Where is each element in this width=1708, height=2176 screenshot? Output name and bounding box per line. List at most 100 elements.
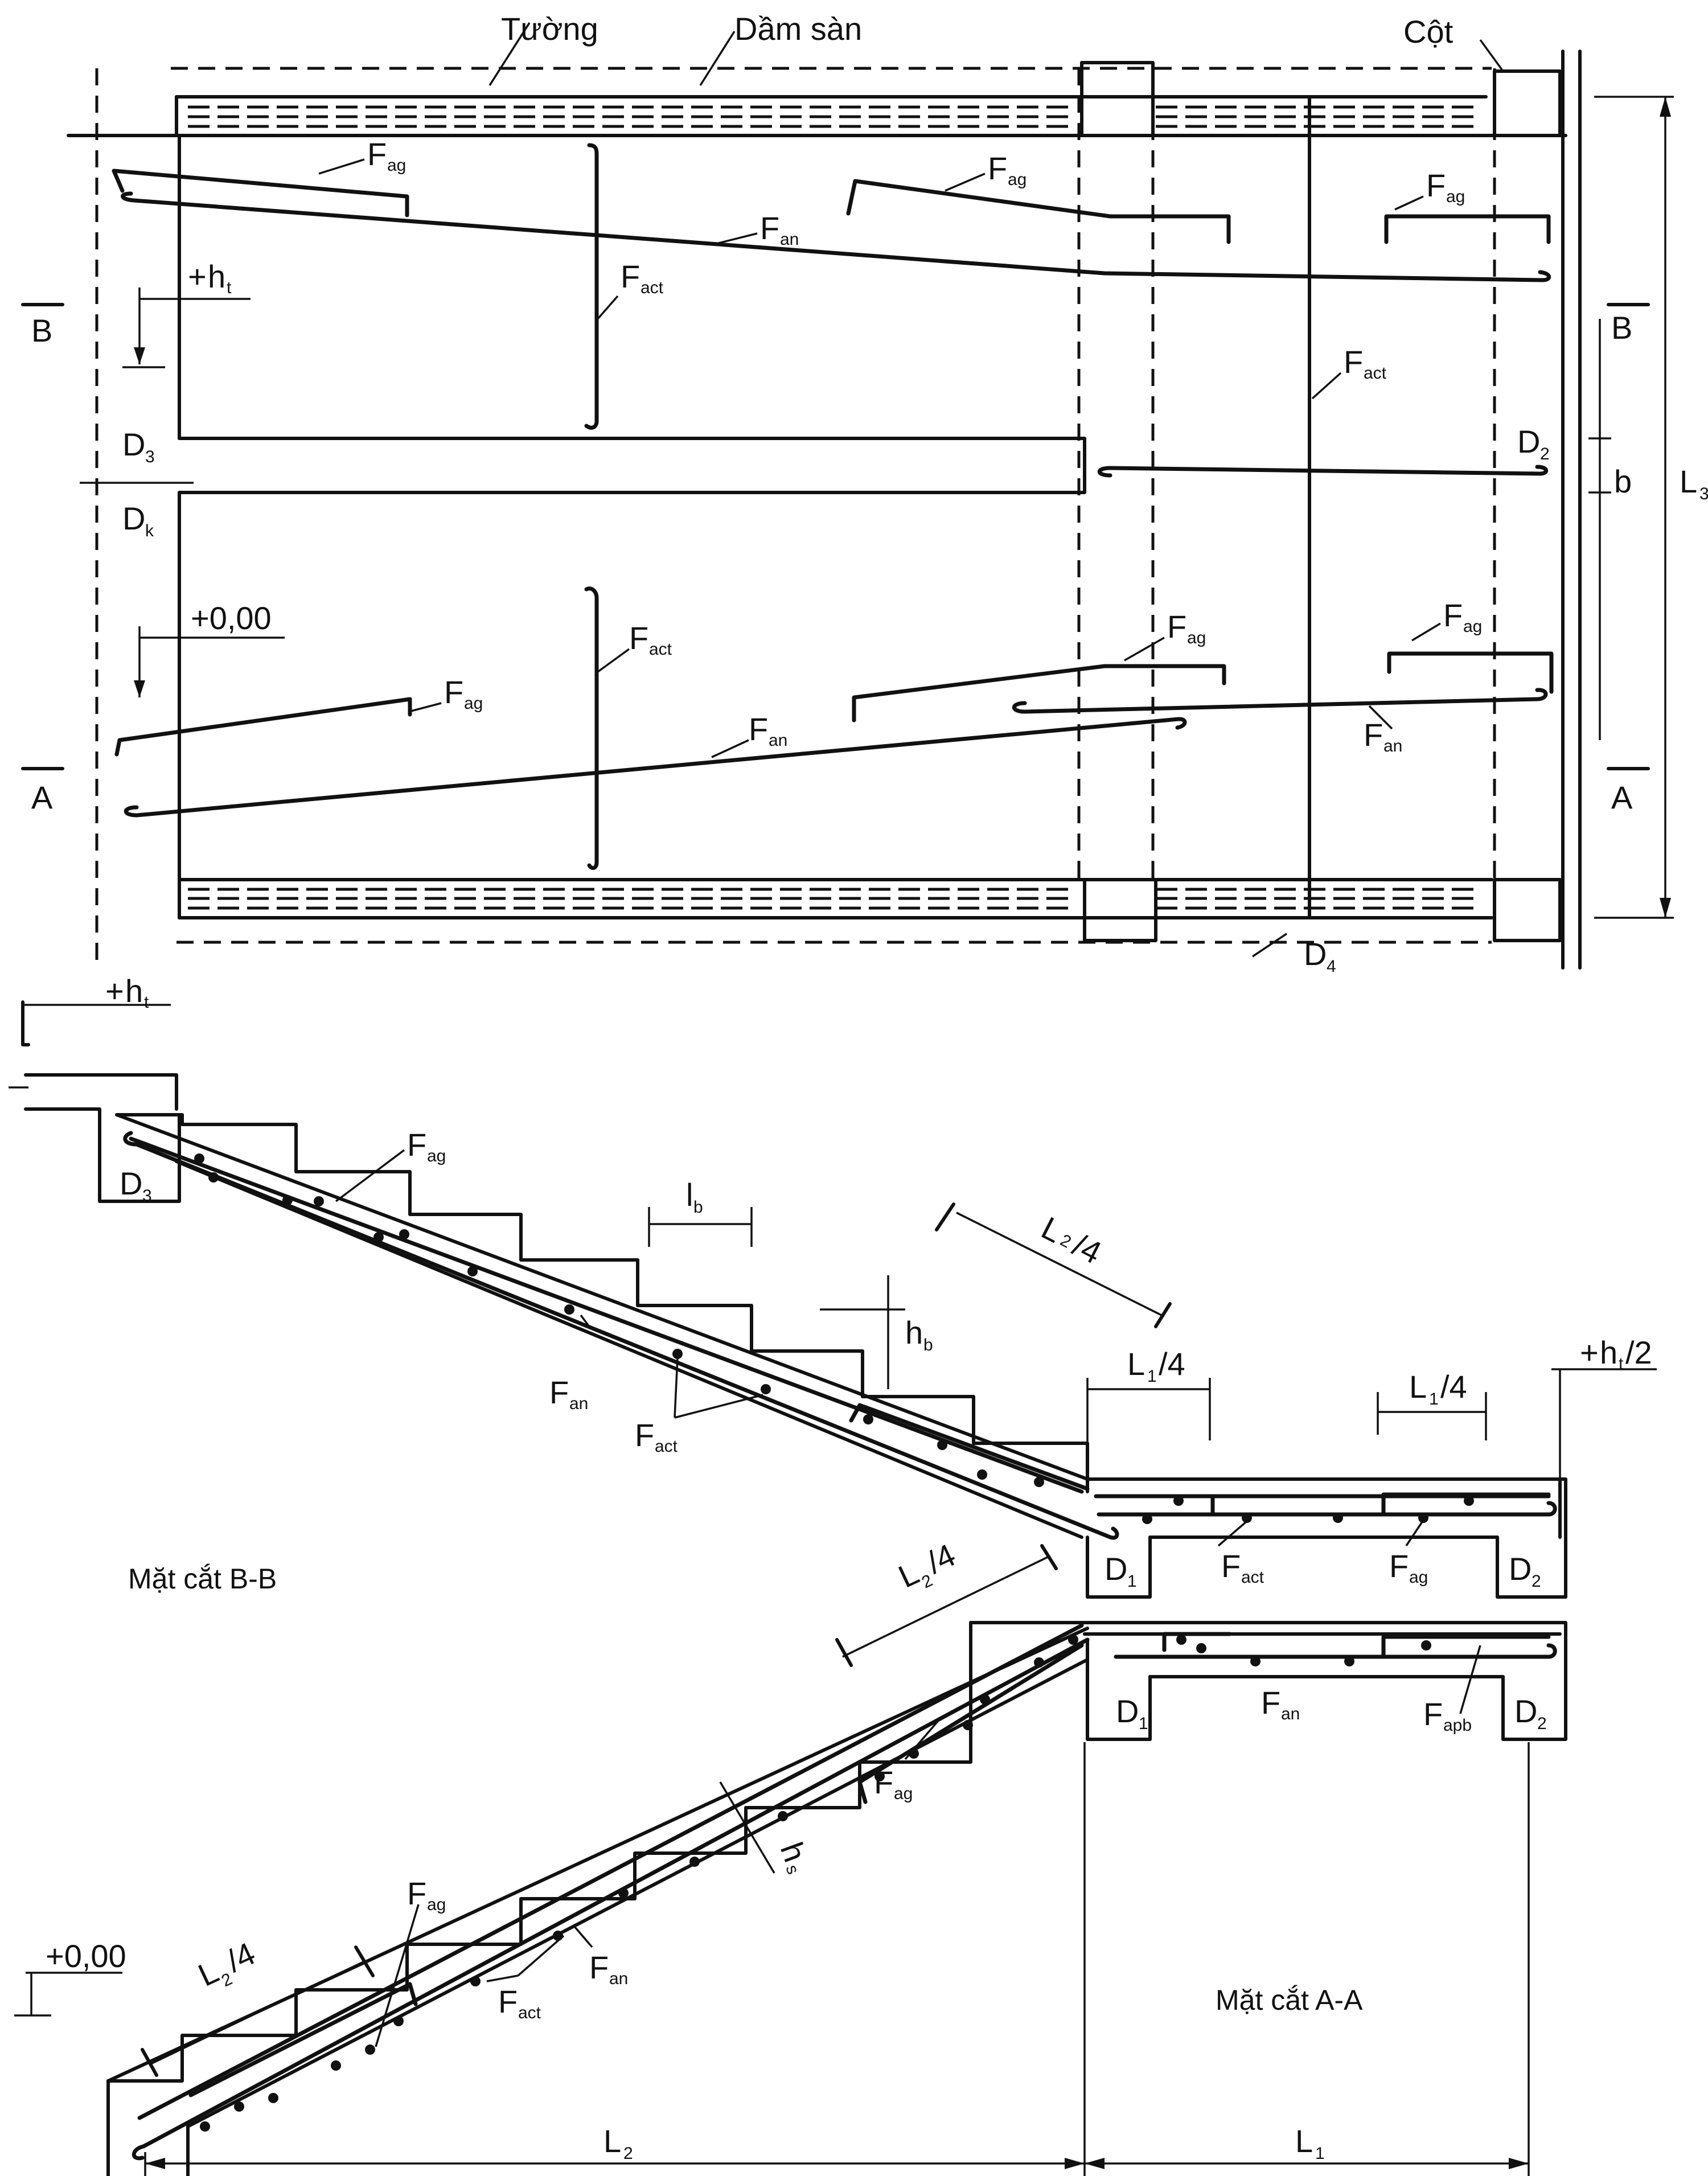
label-f: F [1423, 1696, 1443, 1732]
arrow [145, 2158, 165, 2169]
rebar-dot [553, 1931, 563, 1941]
arrow [134, 347, 145, 364]
rebar-dot [1034, 1657, 1044, 1668]
label-f: F [589, 1949, 609, 1985]
dim-tick [1154, 1302, 1172, 1328]
rebar-fag-a-top [857, 1643, 1084, 1804]
label-l1-quarter-2-sub: 1 [1429, 1390, 1439, 1409]
stairs-b-soffit [175, 1160, 1083, 1539]
stairs-b-top-slab [115, 1113, 1089, 1481]
label-l1: L [1295, 2123, 1313, 2159]
label-h: h [125, 973, 143, 1009]
rebar-fag-b-end [1381, 1492, 1551, 1517]
label-d3-section: D [120, 1165, 142, 1201]
label-hb-sub: b [923, 1336, 933, 1354]
dim-l2-4-a-top [842, 1556, 1048, 1658]
label-wall: Tường [501, 11, 598, 47]
leader-wall [488, 22, 531, 86]
rebar-fag-a [137, 1623, 1084, 2120]
rebar-dot [331, 2060, 341, 2071]
beam-d3-plan [178, 437, 1086, 494]
rebar-fag-a-bottom [188, 1982, 418, 2097]
label-f: F [1221, 1548, 1241, 1584]
leader [1124, 637, 1165, 662]
label-half: /2 [1625, 1335, 1652, 1370]
label-f-sub: act [1364, 364, 1387, 383]
label-quarter: /4 [1440, 1369, 1467, 1405]
label-h: h [208, 258, 225, 294]
rebar-dot [282, 1195, 293, 1205]
rebar-dot [1176, 1635, 1186, 1645]
rebar-dot [1250, 1656, 1261, 1666]
label-d2-a-sub: 2 [1537, 1714, 1547, 1733]
label-f: F [1344, 344, 1363, 380]
rebar-dot [937, 1440, 947, 1450]
label-f-sub: act [640, 278, 664, 297]
label-b: b [1614, 463, 1632, 499]
section-label-b-left: B [31, 313, 52, 348]
rebar-fag-b2 [849, 1403, 1090, 1491]
rebar-dot [980, 1694, 990, 1705]
rebar-fan-landing-a [1114, 1643, 1557, 1659]
label-f: F [760, 210, 779, 246]
section-label-b-right: B [1611, 310, 1632, 346]
label-f-sub: ag [387, 156, 406, 175]
leader [1311, 372, 1342, 400]
rebar-fag-1 [112, 169, 409, 217]
leader-beam [699, 31, 736, 86]
rebar-dot [778, 1811, 788, 1821]
label-zero-level-plan: +0,00 [191, 600, 272, 636]
leader [318, 158, 365, 175]
leader-column [1479, 39, 1504, 72]
label-l2: L [603, 2123, 621, 2159]
rebar-fag-2 [846, 179, 1231, 244]
rebar-dot [689, 1857, 700, 1867]
plan-labels: Tường Dầm sàn Cột B B A A + h t +0,00 D … [31, 11, 1708, 976]
rebar-dot [1196, 1643, 1206, 1653]
label-column: Cột [1403, 14, 1454, 50]
label-plus: + [188, 258, 207, 294]
leader [711, 739, 749, 758]
label-f: F [498, 1984, 518, 2019]
label-l1-quarter-2: L [1409, 1369, 1427, 1405]
leader [1459, 1645, 1481, 1714]
label-d2-plan-sub: 2 [1540, 445, 1550, 463]
label-l3-sub: 3 [1699, 485, 1708, 503]
label-f-sub: ag [1187, 629, 1206, 647]
label-d2-b: D [1509, 1551, 1532, 1587]
dim-tick [141, 2048, 158, 2077]
rebar-dot [470, 1976, 481, 1986]
leader [674, 1394, 763, 1419]
beam-dk-section [106, 2079, 190, 2176]
label-d2-plan: D [1517, 424, 1540, 459]
section-bb-labels: + h t D 3 F ag F an F act l b h b L 2 /4… [105, 973, 1652, 1595]
label-h: h [1600, 1335, 1617, 1370]
level-ht-bracket [21, 1000, 30, 1046]
label-l1-quarter-sub: 1 [1147, 1367, 1157, 1386]
rebar-dot [393, 2016, 404, 2026]
rebar-fact-1 [584, 143, 599, 430]
arrow [1085, 2158, 1105, 2169]
rebar-dot [399, 1229, 409, 1239]
label-l1-quarter: L [1127, 1346, 1145, 1382]
label-f-sub: ag [1446, 187, 1465, 206]
label-quarter: /4 [1068, 1227, 1107, 1271]
rebar-fag-4 [114, 697, 412, 757]
label-dk-sub: k [145, 522, 154, 540]
section-title-bb: Mặt cắt B-B [128, 1563, 277, 1595]
arrow [134, 680, 145, 697]
label-h-sub: t [1619, 1354, 1624, 1373]
leader [486, 1974, 519, 1982]
label-f-sub: an [569, 1394, 588, 1413]
label-h-sub: t [144, 993, 149, 1012]
label-f: F [629, 620, 648, 656]
rebar-landing-b [1097, 465, 1549, 478]
label-f: F [407, 1875, 426, 1911]
dim-tick [835, 1638, 853, 1667]
rebar-dot [314, 1196, 324, 1206]
leader [580, 1314, 590, 1328]
label-floor-beam: Dầm sàn [734, 11, 862, 47]
section-label-a-right: A [1611, 779, 1633, 815]
dim-tick [1040, 1544, 1058, 1570]
section-bb [9, 1000, 1657, 1599]
